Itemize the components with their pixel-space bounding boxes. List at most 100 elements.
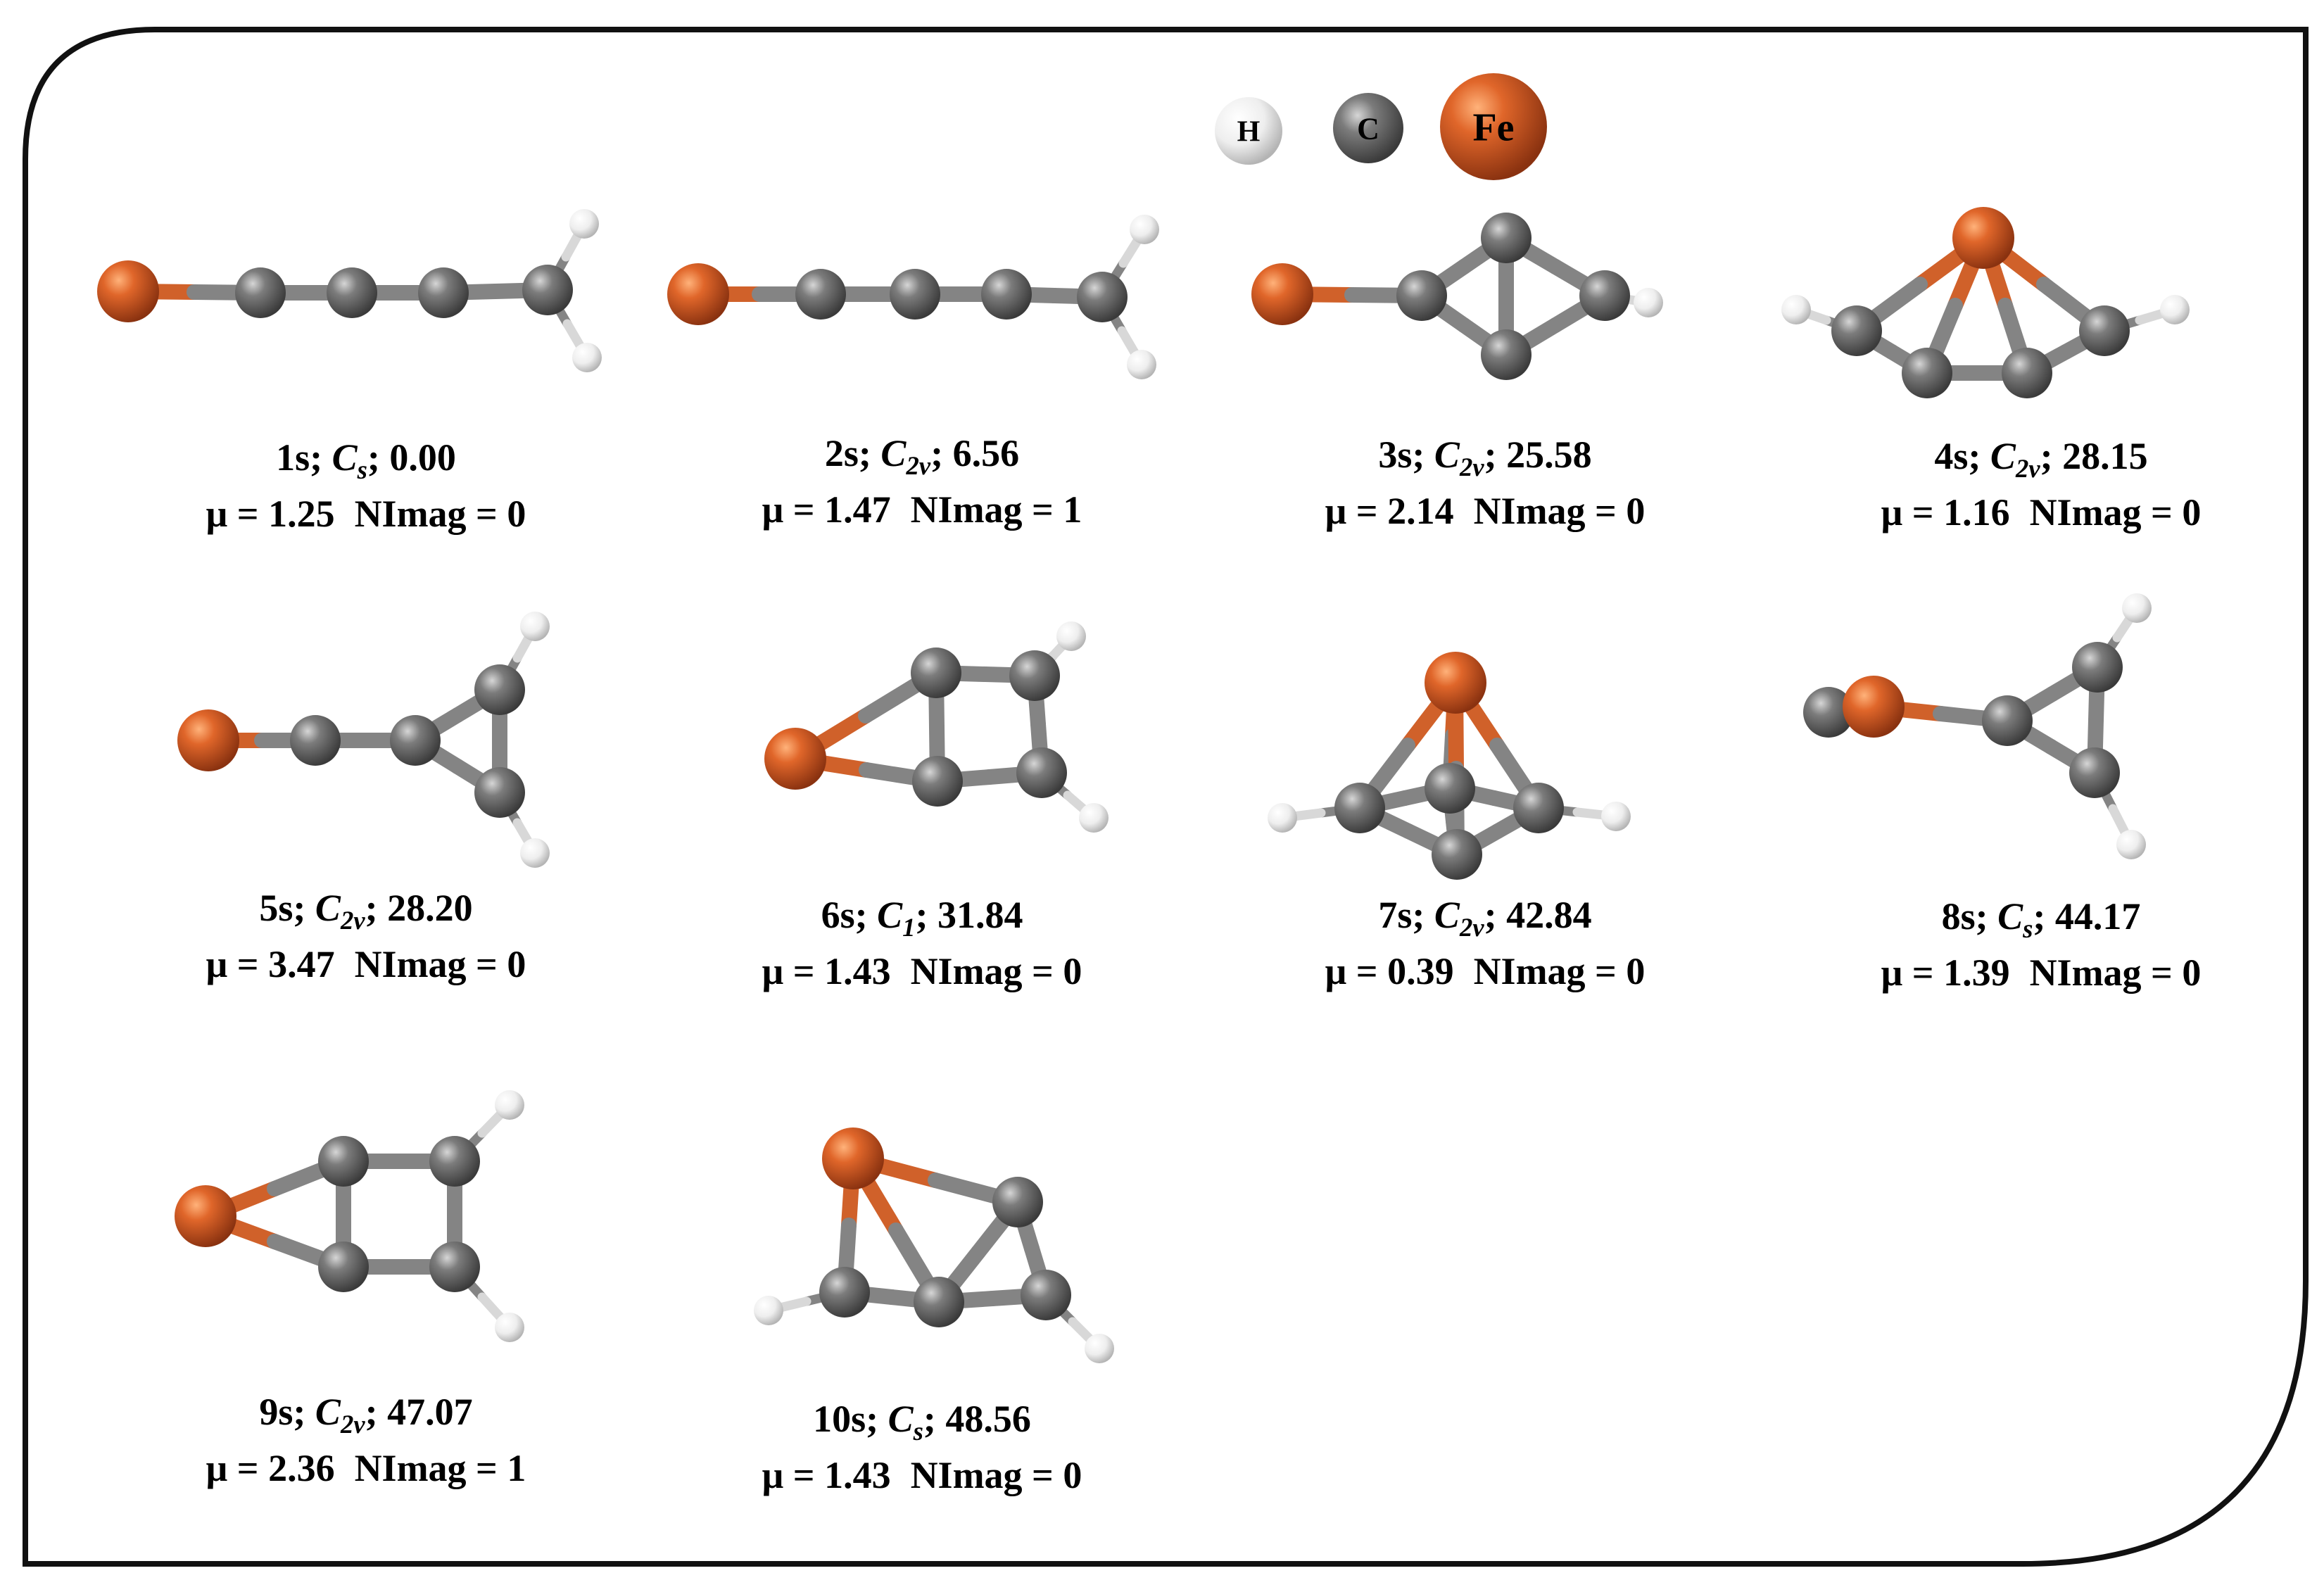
isomer-label: 6s bbox=[821, 894, 855, 936]
atom-h bbox=[2122, 593, 2152, 623]
point-group-subscript: 2v bbox=[1459, 913, 1484, 942]
atom-h bbox=[569, 209, 599, 239]
atom-c bbox=[1481, 213, 1532, 263]
atom-c bbox=[418, 267, 469, 318]
point-group-subscript: 2v bbox=[340, 906, 365, 935]
atom-fe bbox=[97, 260, 159, 322]
atom-c bbox=[429, 1242, 480, 1292]
isomer-label: 5s bbox=[259, 887, 293, 929]
point-group: C bbox=[1434, 434, 1460, 476]
dipole-prefix: μ = bbox=[206, 1447, 268, 1489]
caption-line-1: 7s; C2v; 42.84 bbox=[1378, 894, 1591, 942]
atom-h bbox=[2116, 830, 2146, 859]
isomer-label: 9s bbox=[259, 1391, 293, 1433]
molecule-5s bbox=[177, 612, 550, 868]
atom-c bbox=[1579, 270, 1630, 321]
caption-line-1: 9s; C2v; 47.07 bbox=[259, 1391, 472, 1439]
nimag-prefix: NImag = bbox=[355, 1447, 507, 1489]
point-group: C bbox=[877, 894, 903, 936]
atom-c bbox=[1803, 687, 1854, 738]
legend-atom-fe bbox=[1440, 73, 1547, 180]
caption-line-1: 5s; C2v; 28.20 bbox=[259, 887, 472, 935]
atom-c bbox=[1982, 695, 2033, 746]
point-group-subscript: 2v bbox=[905, 451, 930, 480]
point-group-subscript: s bbox=[2022, 914, 2033, 943]
nimag-value: 0 bbox=[2182, 491, 2201, 533]
atom-h bbox=[1085, 1334, 1114, 1363]
nimag-value: 0 bbox=[2182, 952, 2201, 994]
dipole-moment: 2.14 bbox=[1387, 490, 1454, 532]
relative-energy: 0.00 bbox=[389, 436, 456, 479]
atom-c bbox=[235, 267, 286, 318]
legend-atom-h bbox=[1215, 97, 1282, 165]
nimag-value: 0 bbox=[1626, 490, 1645, 532]
relative-energy: 48.56 bbox=[945, 1398, 1031, 1440]
nimag-prefix: NImag = bbox=[2030, 491, 2183, 533]
isomer-label: 7s bbox=[1378, 894, 1412, 936]
caption-line-1: 8s; Cs; 44.17 bbox=[1942, 895, 2141, 943]
dipole-prefix: μ = bbox=[762, 950, 824, 992]
caption-line-1: 6s; C1; 31.84 bbox=[821, 894, 1023, 942]
nimag-value: 0 bbox=[1063, 950, 1082, 992]
point-group: C bbox=[315, 1391, 341, 1433]
molecule-4s bbox=[1781, 207, 2190, 398]
molecule-6s bbox=[764, 621, 1109, 833]
atom-fe bbox=[667, 263, 729, 325]
point-group-subscript: 2v bbox=[2015, 454, 2040, 483]
nimag-prefix: NImag = bbox=[355, 493, 507, 535]
atom-h bbox=[1079, 803, 1109, 833]
isomer-label: 2s bbox=[825, 432, 859, 474]
nimag-value: 0 bbox=[507, 943, 526, 985]
atom-c bbox=[2079, 305, 2130, 356]
dipole-moment: 0.39 bbox=[1387, 950, 1454, 992]
atom-c bbox=[992, 1177, 1043, 1227]
atom-h bbox=[495, 1313, 524, 1342]
atom-h bbox=[1634, 288, 1663, 317]
dipole-prefix: μ = bbox=[762, 488, 824, 531]
point-group: C bbox=[888, 1398, 914, 1440]
atom-fe bbox=[1425, 652, 1486, 714]
atom-c bbox=[522, 265, 573, 315]
atom-c bbox=[474, 664, 525, 715]
point-group: C bbox=[1990, 435, 2016, 477]
atom-h bbox=[520, 612, 550, 641]
legend-item-fe: Fe bbox=[1440, 73, 1547, 180]
molecule-9s bbox=[175, 1090, 524, 1342]
point-group-subscript: 2v bbox=[340, 1410, 365, 1439]
dipole-moment: 3.47 bbox=[268, 943, 335, 985]
dipole-prefix: μ = bbox=[1881, 491, 1943, 533]
caption-line-1: 3s; C2v; 25.58 bbox=[1378, 434, 1591, 481]
atom-fe bbox=[177, 709, 239, 771]
isomer-label: 3s bbox=[1378, 434, 1412, 476]
legend-label: H bbox=[1237, 116, 1261, 149]
caption-line-1: 10s; Cs; 48.56 bbox=[813, 1398, 1031, 1446]
atom-c bbox=[1425, 763, 1475, 814]
relative-energy: 25.58 bbox=[1506, 434, 1592, 476]
legend-atom-c bbox=[1333, 93, 1403, 163]
atom-c bbox=[390, 715, 441, 766]
atom-c bbox=[819, 1267, 870, 1318]
caption-line-1: 4s; C2v; 28.15 bbox=[1934, 435, 2147, 483]
caption-line-1: 1s; Cs; 0.00 bbox=[276, 436, 456, 484]
nimag-prefix: NImag = bbox=[355, 943, 507, 985]
legend-item-c: C bbox=[1333, 93, 1403, 163]
molecule-8s bbox=[1803, 593, 2152, 859]
dipole-prefix: μ = bbox=[762, 1454, 824, 1496]
atom-c bbox=[2002, 348, 2052, 398]
atom-c bbox=[1432, 829, 1482, 880]
dipole-moment: 2.36 bbox=[268, 1447, 335, 1489]
atom-c bbox=[2072, 642, 2123, 693]
atom-h bbox=[495, 1090, 524, 1120]
atom-c bbox=[1009, 650, 1060, 701]
